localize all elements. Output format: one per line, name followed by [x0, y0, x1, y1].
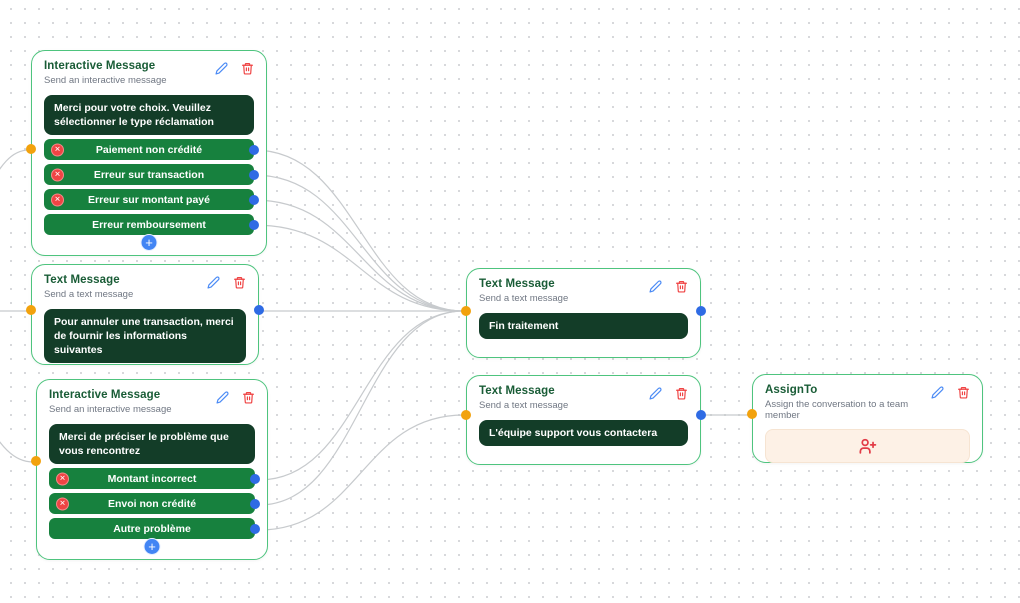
reply-button-label: Envoi non crédité [107, 497, 197, 510]
edge[interactable] [258, 310, 465, 481]
edit-pencil-icon[interactable] [207, 276, 220, 289]
edge[interactable] [253, 149, 465, 312]
reply-button: ✕ Envoi non crédité [49, 493, 260, 514]
reply-button-label: Erreur sur montant payé [88, 193, 210, 206]
edge[interactable] [0, 410, 34, 463]
reply-button: ✕ Erreur sur montant payé [44, 189, 259, 210]
reply-button: Erreur remboursement [44, 214, 259, 235]
edge[interactable] [258, 310, 465, 506]
user-plus-icon [858, 437, 877, 456]
source-handle[interactable] [696, 410, 706, 420]
remove-option-icon[interactable]: ✕ [51, 168, 64, 181]
node-text-message-support[interactable]: Text Message Send a text message L'équip… [461, 375, 706, 465]
source-handle[interactable] [249, 194, 259, 205]
remove-option-icon[interactable]: ✕ [51, 143, 64, 156]
remove-option-icon[interactable]: ✕ [51, 193, 64, 206]
target-handle[interactable] [461, 410, 471, 420]
source-handle[interactable] [254, 305, 264, 315]
edit-pencil-icon[interactable] [216, 391, 229, 404]
node-title: Text Message [479, 385, 555, 397]
remove-option-icon[interactable]: ✕ [56, 472, 69, 485]
node-subtitle: Send a text message [44, 289, 134, 300]
delete-trash-icon[interactable] [242, 391, 255, 404]
message-text: Merci pour votre choix. Veuillez sélecti… [44, 95, 254, 135]
edit-pencil-icon[interactable] [931, 386, 944, 399]
node-text-message-1[interactable]: Text Message Send a text message Pour an… [26, 264, 264, 365]
reply-button: ✕ Erreur sur transaction [44, 164, 259, 185]
delete-trash-icon[interactable] [233, 276, 246, 289]
edit-pencil-icon[interactable] [649, 280, 662, 293]
message-text: L'équipe support vous contactera [479, 420, 688, 446]
node-subtitle: Send an interactive message [49, 404, 172, 415]
target-handle[interactable] [26, 144, 36, 154]
reply-button-label: Erreur sur transaction [93, 168, 205, 181]
reply-button-label: Erreur remboursement [92, 218, 206, 231]
source-handle[interactable] [250, 523, 260, 534]
target-handle[interactable] [461, 306, 471, 316]
target-handle[interactable] [747, 409, 757, 419]
add-option-button[interactable]: + [143, 538, 161, 555]
delete-trash-icon[interactable] [675, 280, 688, 293]
remove-option-icon[interactable]: ✕ [56, 497, 69, 510]
assign-agent-area[interactable] [765, 429, 970, 463]
target-handle[interactable] [31, 456, 41, 466]
reply-button: ✕ Montant incorrect [49, 468, 260, 489]
node-subtitle: Assign the conversation to a team member [765, 399, 909, 421]
source-handle[interactable] [249, 169, 259, 180]
node-title: Interactive Message [49, 389, 161, 401]
edit-pencil-icon[interactable] [215, 62, 228, 75]
edge[interactable] [253, 224, 465, 312]
add-option-button[interactable]: + [140, 234, 158, 251]
node-subtitle: Send a text message [479, 400, 569, 411]
node-title: Interactive Message [44, 60, 156, 72]
edge[interactable] [0, 149, 30, 204]
delete-trash-icon[interactable] [241, 62, 254, 75]
node-title: Text Message [44, 274, 120, 286]
node-subtitle: Send a text message [479, 293, 569, 304]
reply-button-label: Montant incorrect [107, 472, 197, 485]
reply-button: Autre problème [49, 518, 260, 539]
reply-button-label: Autre problème [113, 522, 191, 535]
source-handle[interactable] [250, 473, 260, 484]
source-handle[interactable] [249, 144, 259, 155]
node-title: Text Message [479, 278, 555, 290]
source-handle[interactable] [250, 498, 260, 509]
node-assign-to[interactable]: AssignTo Assign the conversation to a te… [747, 374, 983, 463]
node-title: AssignTo [765, 384, 818, 396]
message-text: Merci de préciser le problème que vous r… [49, 424, 255, 464]
edit-pencil-icon[interactable] [649, 387, 662, 400]
message-text: Pour annuler une transaction, merci de f… [44, 309, 246, 363]
node-subtitle: Send an interactive message [44, 75, 167, 86]
target-handle[interactable] [26, 305, 36, 315]
delete-trash-icon[interactable] [675, 387, 688, 400]
reply-button: ✕ Paiement non crédité [44, 139, 259, 160]
node-interactive-message-2[interactable]: Interactive Message Send an interactive … [31, 379, 268, 560]
edge[interactable] [253, 199, 465, 312]
reply-button-label: Paiement non crédité [95, 143, 203, 156]
delete-trash-icon[interactable] [957, 386, 970, 399]
edge[interactable] [258, 414, 465, 531]
node-interactive-message-1[interactable]: Interactive Message Send an interactive … [26, 50, 267, 256]
node-text-message-fin[interactable]: Text Message Send a text message Fin tra… [461, 268, 706, 358]
source-handle[interactable] [696, 306, 706, 316]
message-text: Fin traitement [479, 313, 688, 339]
source-handle[interactable] [249, 219, 259, 230]
edge[interactable] [253, 174, 465, 312]
